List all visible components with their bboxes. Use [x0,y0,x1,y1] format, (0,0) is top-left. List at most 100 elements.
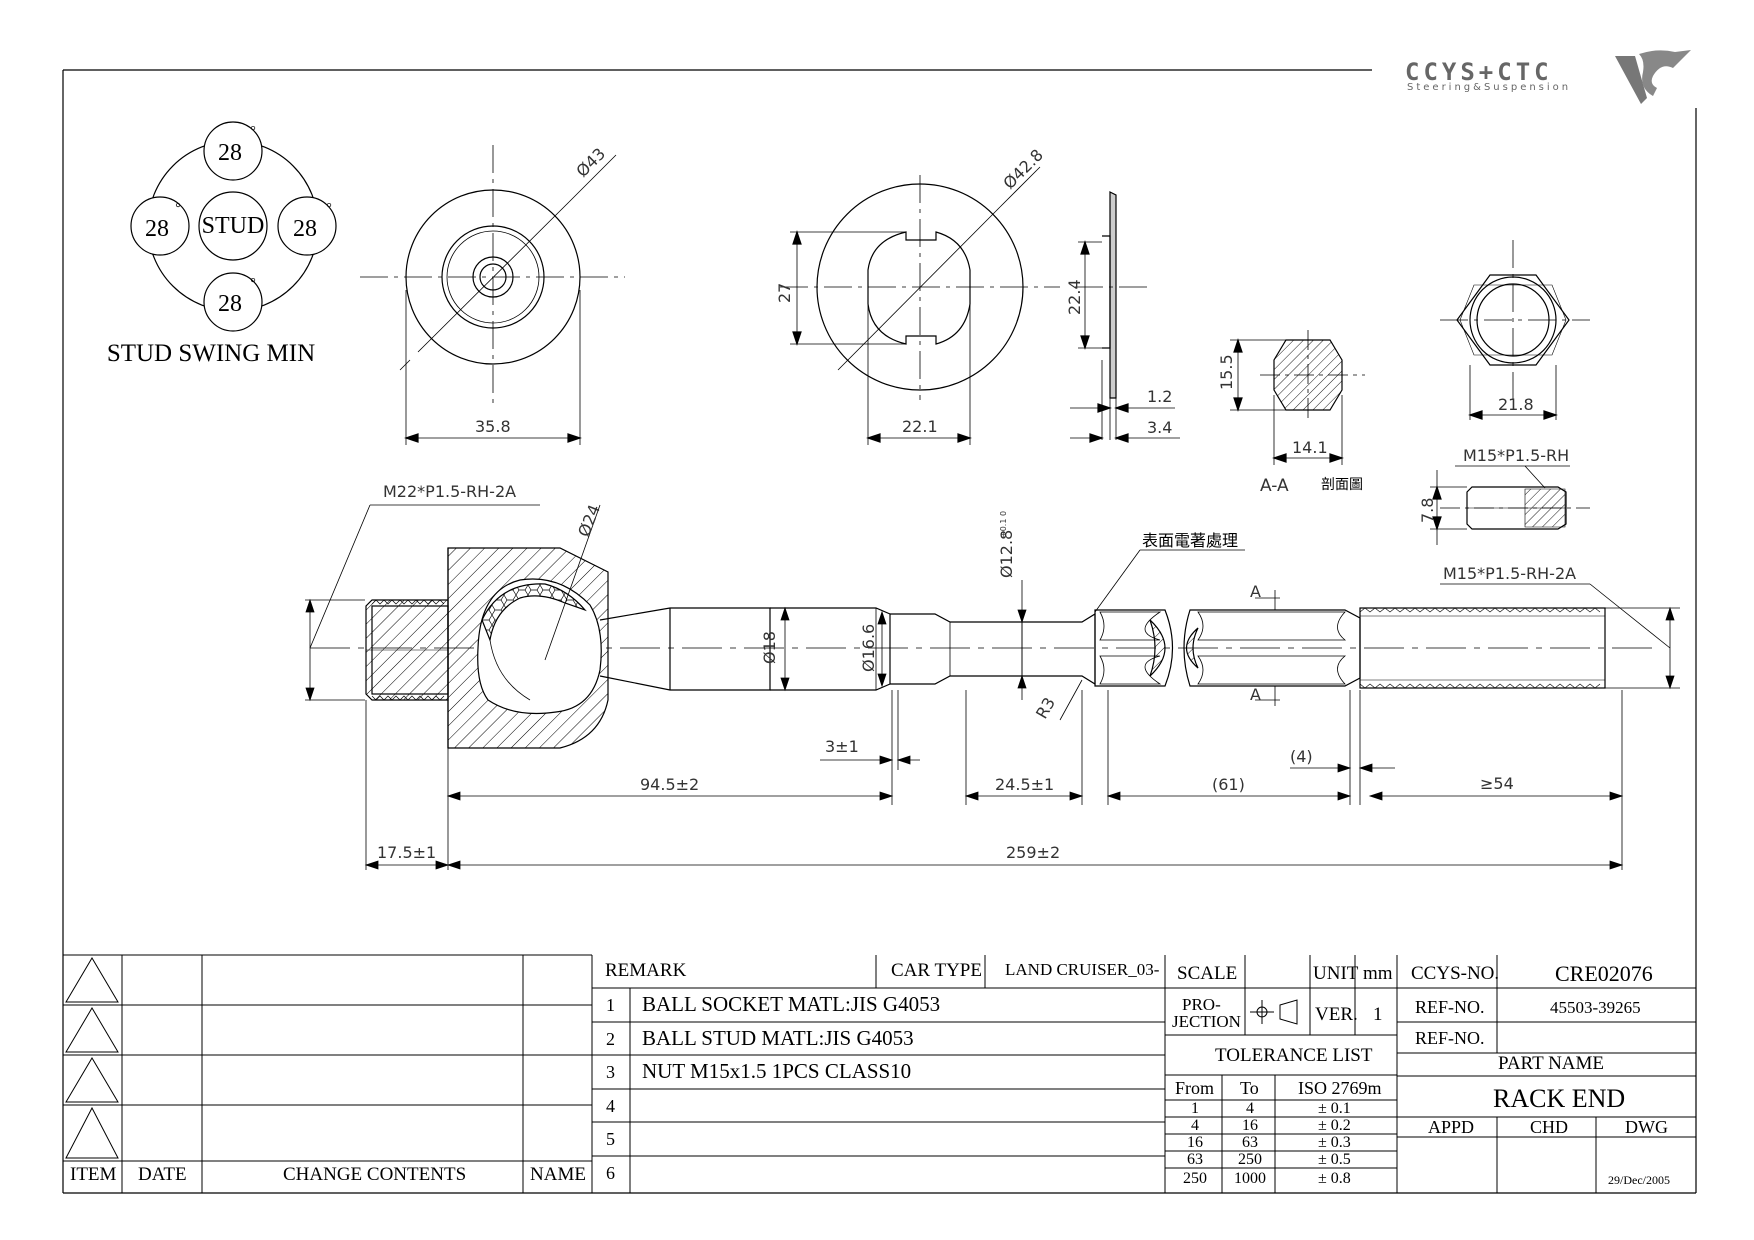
remark-text-2: BALL STUD MATL:JIS G4053 [642,1026,914,1050]
tol-header-to: To [1240,1078,1259,1098]
remark-no-3: 3 [606,1062,615,1082]
dim-24-5: 24.5±1 [995,775,1054,794]
ccys-no-label: CCYS-NO. [1411,963,1500,984]
rev-header-change: CHANGE CONTENTS [283,1164,467,1185]
appd-label: APPD [1428,1117,1475,1137]
ref-no-label-2: REF-NO. [1415,1028,1485,1048]
dim-14-1: 14.1 [1292,438,1328,457]
svg-text:°: ° [250,124,256,139]
dim-d16-6: Ø16.6 [859,624,878,672]
chd-label: CHD [1530,1117,1569,1137]
remark-header: REMARK [605,960,687,981]
tol-row-1-iso: ± 0.1 [1318,1100,1351,1117]
logo-text: CCYS+CTC [1405,58,1553,86]
remark-no-5: 5 [606,1129,615,1149]
dim-21-8: 21.8 [1498,395,1534,414]
tol-row-5-iso: ± 0.8 [1318,1170,1351,1187]
dim-4: (4) [1290,747,1313,766]
swing-angle-left: 28 [145,216,169,242]
dim-d43: Ø43 [572,144,609,181]
dim-d42-8: Ø42.8 [999,145,1047,193]
tol-row-3-to: 63 [1242,1134,1258,1151]
dim-35-8: 35.8 [475,417,511,436]
thread-right-label: M15*P1.5-RH-2A [1443,564,1576,583]
swing-angle-bottom: 28 [218,291,242,317]
logo-subtitle: Steering&Suspension [1407,82,1572,93]
rack-end-main-view [310,547,1660,749]
ver-label: VER. [1315,1004,1358,1025]
title-block-grid [63,954,1696,1193]
tol-row-4-from: 63 [1187,1151,1203,1168]
rev-header-name: NAME [530,1164,586,1185]
projection-label-1: PRO- [1182,995,1221,1014]
tol-header-from: From [1175,1078,1215,1098]
dim-3pm1: 3±1 [825,737,859,756]
dim-3-4: 3.4 [1147,418,1172,437]
rev-header-item: ITEM [70,1164,117,1185]
part-name-label: PART NAME [1498,1053,1605,1074]
remark-no-2: 2 [606,1029,615,1049]
tol-row-2-to: 16 [1242,1117,1258,1134]
dim-259: 259±2 [1006,843,1060,862]
dim-54: ≥54 [1480,774,1514,793]
dim-27: 27 [775,283,794,303]
dwg-label: DWG [1625,1117,1668,1137]
unit-label: UNIT [1313,963,1359,984]
stud-swing-diagram [130,121,337,332]
drawing-frame [62,69,1697,1194]
swing-angle-right: 28 [293,216,317,242]
rev-header-date: DATE [138,1164,187,1185]
surface-treatment-label: 表面電著處理 [1142,531,1238,550]
main-dimension-lines [305,504,1680,870]
dim-d18: Ø18 [760,631,779,664]
unit-value: mm [1363,963,1393,984]
dim-94-5: 94.5±2 [640,775,699,794]
remark-no-1: 1 [606,995,615,1015]
section-label: A-A [1260,476,1289,496]
section-label-cn: 剖面圖 [1321,477,1363,493]
nut-view [1430,240,1590,545]
dim-61: (61) [1212,775,1245,794]
car-type-label: CAR TYPE [891,960,982,981]
ref-no-value-1: 45503-39265 [1550,998,1641,1017]
dim-1-2: 1.2 [1147,387,1172,406]
dim-17-5: 17.5±1 [377,843,436,862]
dim-d12-8-tol: +0.1 0 [999,511,1008,538]
swing-angle-top: 28 [218,140,242,166]
tol-row-5-from: 250 [1183,1170,1207,1187]
remark-no-6: 6 [606,1163,615,1183]
tol-row-3-iso: ± 0.3 [1318,1134,1351,1151]
nut-thread-label: M15*P1.5-RH [1463,446,1569,465]
logo-mark-icon [1615,50,1691,104]
dim-15-5: 15.5 [1217,354,1236,390]
section-mark-top: A [1250,582,1261,601]
svg-text:°: ° [175,201,181,216]
tolerance-title: TOLERANCE LIST [1215,1045,1373,1066]
remark-text-3: NUT M15x1.5 1PCS CLASS10 [642,1059,912,1083]
svg-text:°: ° [250,276,256,291]
car-type-value: LAND CRUISER_03- [1005,960,1160,979]
ref-no-label-1: REF-NO. [1415,997,1485,1017]
drawing-date: 29/Dec/2005 [1608,1173,1670,1187]
stud-label: STUD [202,213,265,239]
tol-row-4-iso: ± 0.5 [1318,1151,1351,1168]
tol-header-iso: ISO 2769m [1298,1078,1382,1098]
dim-r3: R3 [1032,694,1059,722]
part-name-value: RACK END [1493,1084,1626,1113]
scale-label: SCALE [1177,963,1238,984]
projection-label-2: JECTION [1172,1012,1241,1031]
tol-row-2-from: 4 [1191,1117,1199,1134]
thread-left-label: M22*P1.5-RH-2A [383,482,516,501]
stud-swing-caption: STUD SWING MIN [107,340,315,367]
tol-row-1-from: 1 [1191,1100,1199,1117]
section-mark-bottom: A [1250,685,1261,704]
tol-row-2-iso: ± 0.2 [1318,1117,1351,1134]
tol-row-4-to: 250 [1238,1151,1262,1168]
section-a-a [1230,330,1365,465]
ver-value: 1 [1373,1004,1383,1025]
dim-7-8: 7.8 [1418,498,1437,523]
lock-washer-view [780,166,1060,445]
tol-row-1-to: 4 [1246,1100,1254,1117]
remark-no-4: 4 [606,1096,615,1116]
